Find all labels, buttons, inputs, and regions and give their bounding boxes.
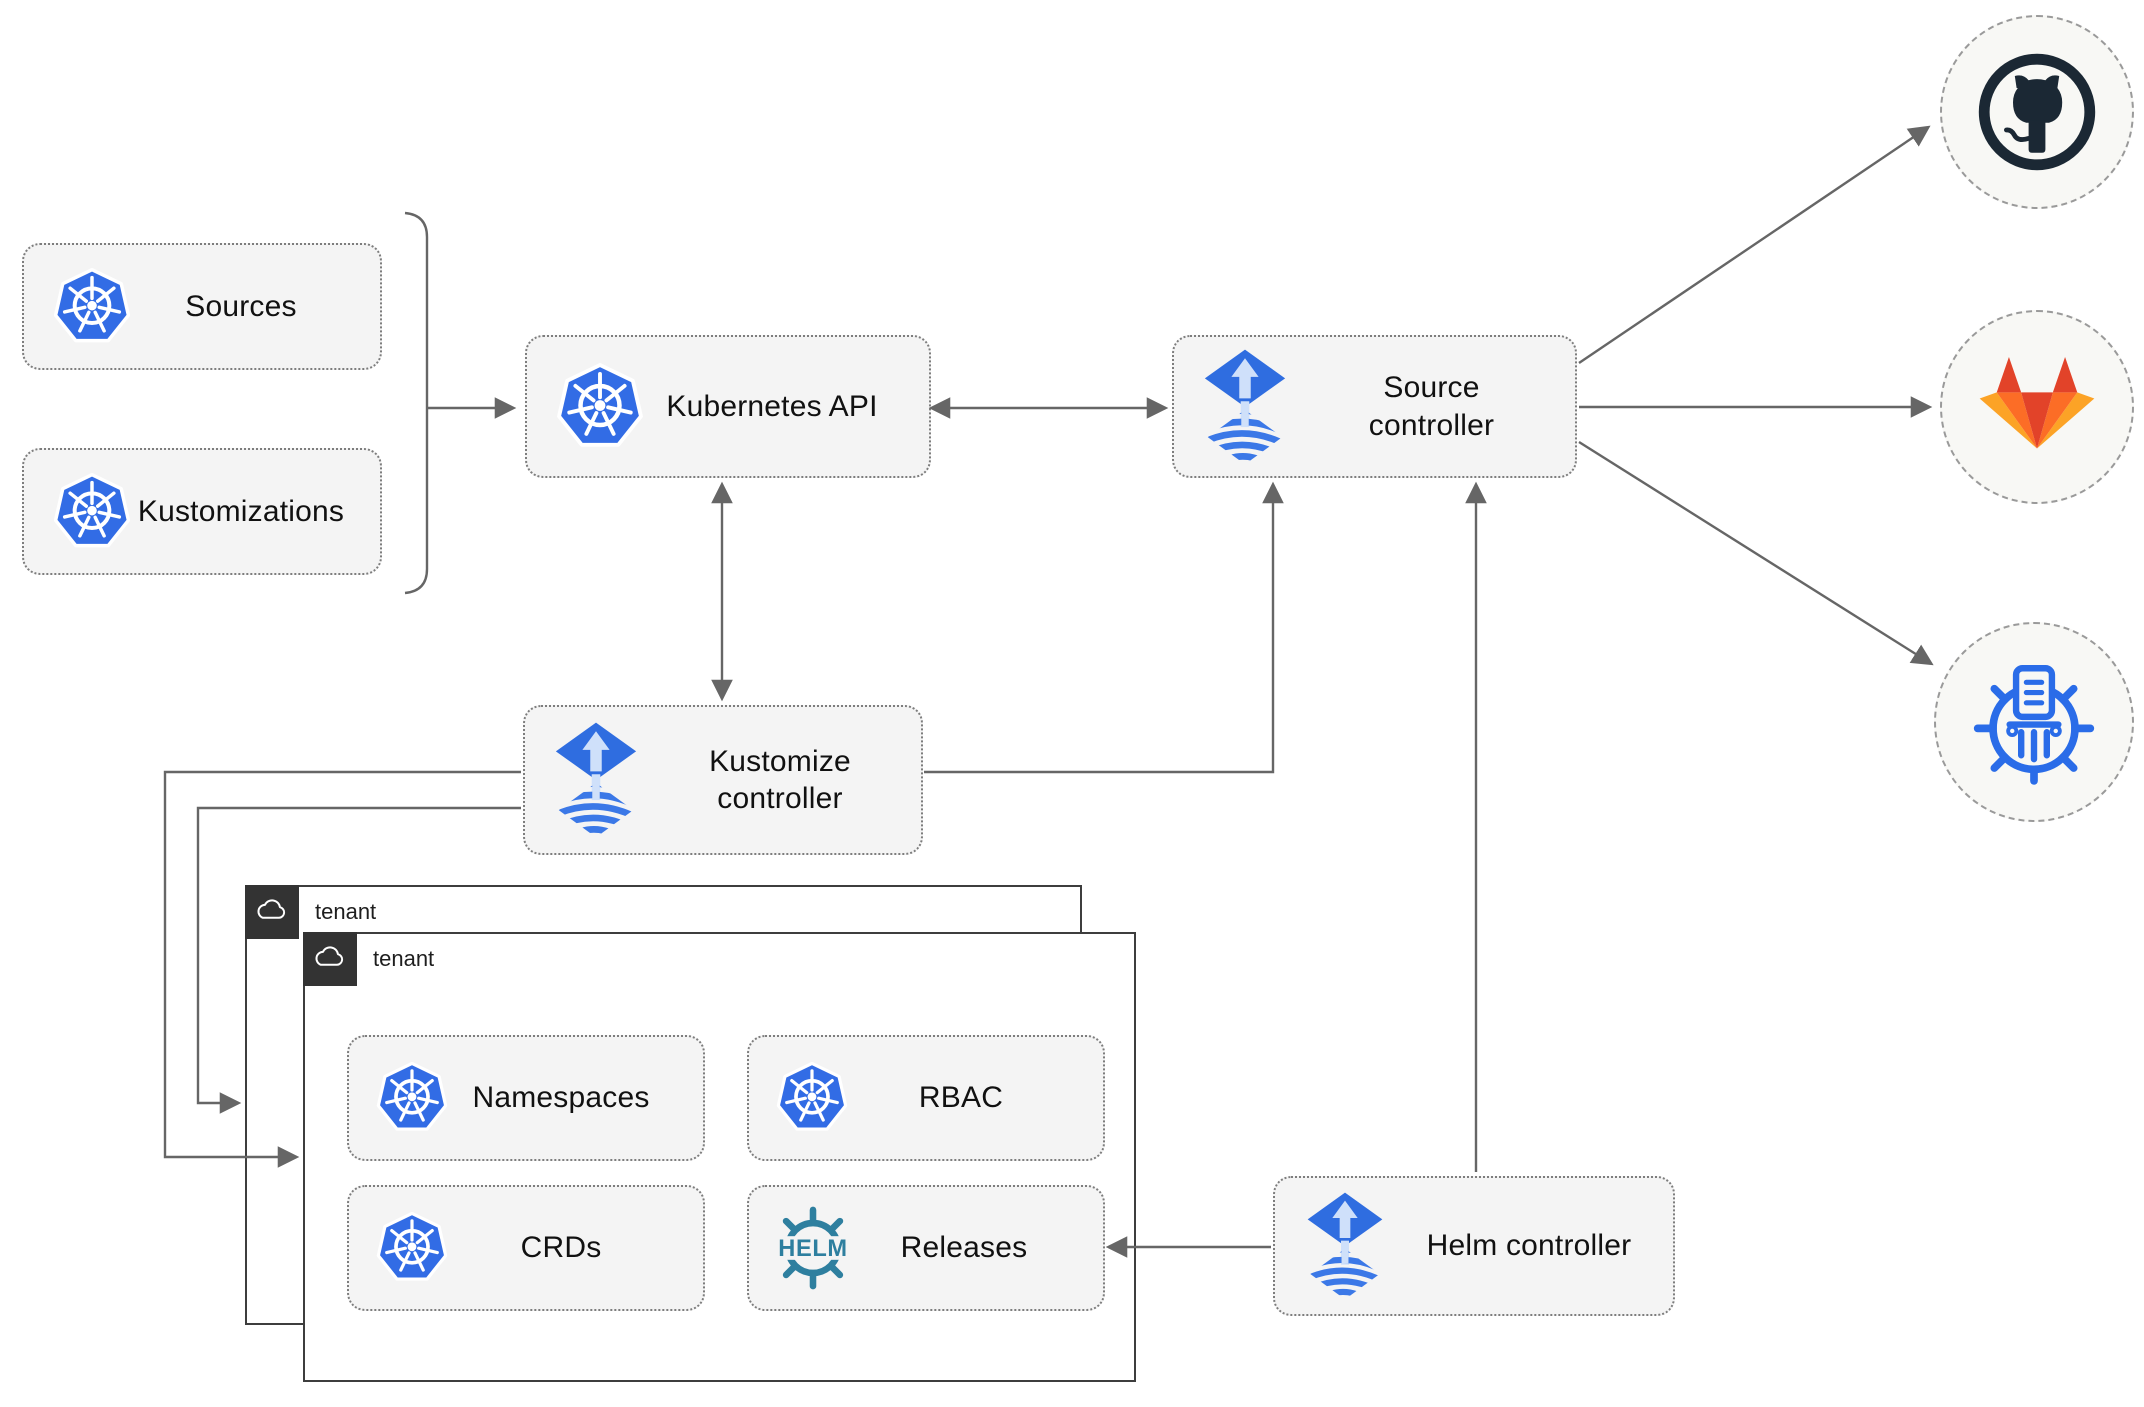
- node-kubernetes-api: Kubernetes API: [525, 335, 931, 478]
- svg-text:HELM: HELM: [778, 1236, 848, 1262]
- flux-icon: [1305, 1188, 1385, 1304]
- kubernetes-icon: [775, 1061, 849, 1135]
- flux-icon: [1202, 346, 1288, 468]
- kubernetes-icon: [375, 1061, 449, 1135]
- arrow-source-to-chartmuseum: [1578, 440, 1934, 666]
- node-label: Kustomizations: [137, 494, 345, 528]
- node-label: Helm controller: [1426, 1229, 1632, 1263]
- node-label: Kubernetes API: [666, 389, 878, 423]
- arrow-kustomize-to-source: [924, 481, 1284, 774]
- tenant-box-inner: tenant Namespaces: [303, 932, 1136, 1382]
- tenant-label: tenant: [373, 946, 435, 971]
- arrow-source-to-github: [1578, 125, 1931, 364]
- cloud-icon: [313, 945, 347, 974]
- tenant-tab: [245, 885, 299, 939]
- node-rbac: RBAC: [747, 1035, 1105, 1161]
- tenant-label: tenant: [315, 899, 377, 924]
- node-namespaces: Namespaces: [347, 1035, 705, 1161]
- kubernetes-icon: [555, 362, 645, 452]
- resource-label: CRDs: [520, 1231, 602, 1265]
- node-label: Kustomize controller: [709, 744, 851, 816]
- github-icon: [1977, 52, 2097, 172]
- kubernetes-icon: [375, 1211, 449, 1285]
- kubernetes-icon: [52, 472, 132, 552]
- node-source-controller: Source controller: [1172, 335, 1577, 478]
- node-label: Source controller: [1368, 371, 1495, 442]
- node-kustomize-controller: Kustomize controller: [523, 705, 923, 855]
- endpoint-chartmuseum: [1934, 622, 2134, 822]
- endpoint-github: [1940, 15, 2134, 209]
- chartmuseum-icon: [1970, 658, 2098, 786]
- resource-label: Namespaces: [472, 1081, 650, 1115]
- flux-icon: [553, 719, 639, 841]
- cloud-icon: [255, 898, 289, 927]
- node-helm-controller: Helm controller: [1273, 1176, 1675, 1316]
- gitlab-icon: [1976, 352, 2098, 462]
- resource-label: RBAC: [918, 1081, 1004, 1115]
- kubernetes-icon: [52, 267, 132, 347]
- helm-icon: HELM: [771, 1206, 855, 1290]
- node-crds: CRDs: [347, 1185, 705, 1311]
- tenant-tab: [303, 932, 357, 986]
- node-label: Sources: [185, 289, 297, 323]
- node-sources: Sources: [22, 243, 382, 370]
- bracket-sources-group: [404, 211, 429, 595]
- node-kustomizations: Kustomizations: [22, 448, 382, 575]
- endpoint-gitlab: [1940, 310, 2134, 504]
- node-releases: HELM Releases: [747, 1185, 1105, 1311]
- resource-label: Releases: [900, 1231, 1028, 1265]
